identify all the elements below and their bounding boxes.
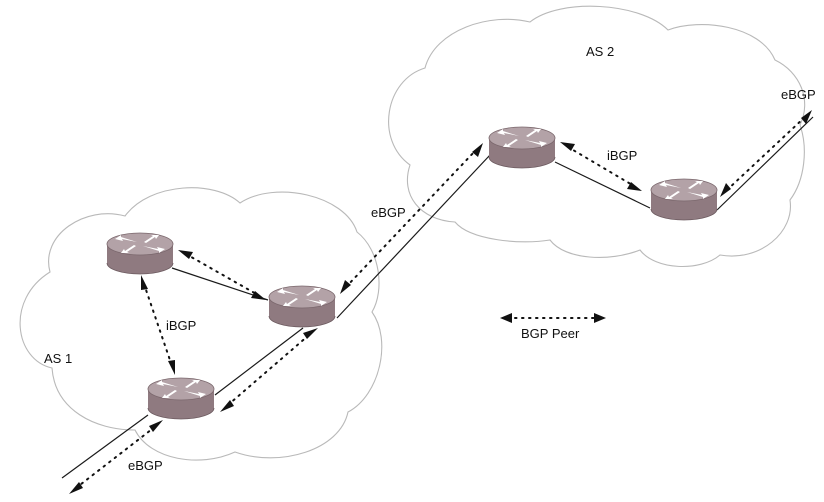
as1-cloud [19,187,383,461]
ebgp-label-top-right: eBGP [781,87,816,102]
router-icon [268,285,336,328]
router-icon [488,126,556,169]
legend-label: BGP Peer [521,326,580,341]
legend: BGP Peer [500,313,606,341]
ebgp-session-top-right [720,110,812,197]
ibgp-session-r4-r5 [560,142,642,191]
ibgp-session-r2-r1 [141,275,175,375]
router-icon [147,377,215,420]
link-r5-to-external [716,116,814,211]
ebgp-session-middle [340,143,483,294]
link-r1-to-r3 [214,327,304,396]
router-icon [106,232,174,275]
links [61,116,814,479]
ibgp-label-as2: iBGP [607,148,637,163]
peer-sessions [69,110,812,494]
router-icon [650,178,718,221]
ibgp-session-r2-r3 [178,250,266,300]
link-r2-to-r3 [171,267,269,301]
link-r4-to-r5 [554,161,651,209]
ebgp-label-middle: eBGP [371,205,406,220]
as2-label: AS 2 [586,44,614,59]
legend-peer-symbol [500,313,606,323]
link-external-to-r1 [61,414,149,479]
ibgp-session-r1-r3 [220,328,318,412]
ibgp-label-as1: iBGP [166,318,196,333]
link-r3-to-r4 [336,154,491,319]
as1-label: AS 1 [44,351,72,366]
ebgp-session-bottom [69,420,163,494]
ebgp-label-bottom: eBGP [128,458,163,473]
